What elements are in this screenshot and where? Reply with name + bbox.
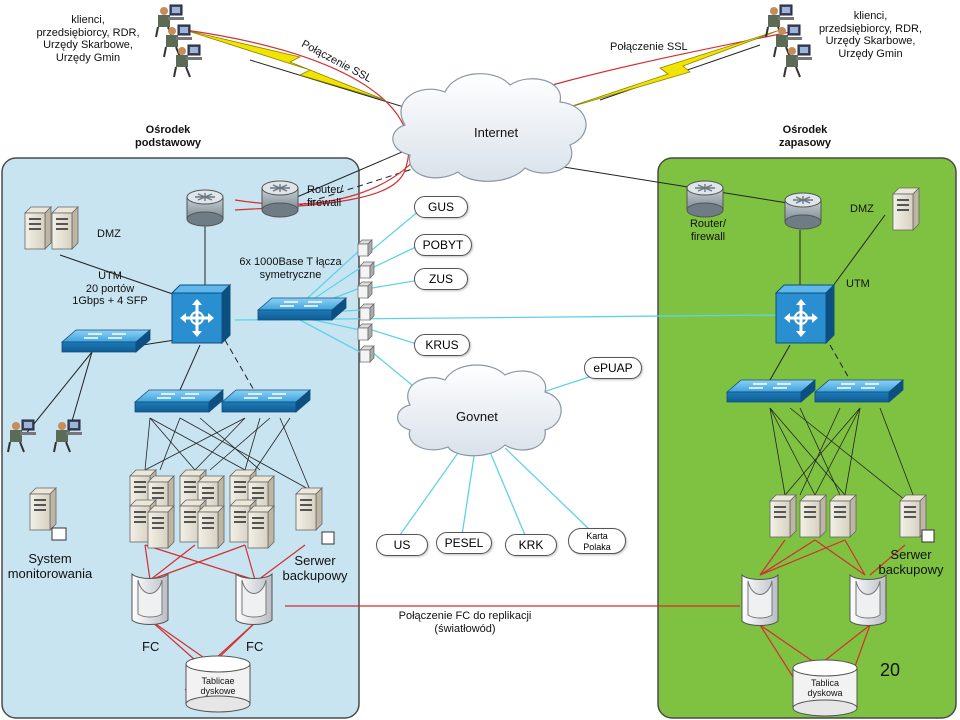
primary-fc-right xyxy=(235,573,273,625)
service-krus: KRUS xyxy=(414,334,470,356)
backup-storage-label: Tablica dyskowa xyxy=(807,678,843,699)
clients-left-group xyxy=(155,4,203,78)
backup-dmz-label: DMZ xyxy=(850,203,874,215)
port-panel xyxy=(357,239,375,363)
service-karta-polaka: Karta Polaka xyxy=(568,528,626,554)
service-epuap: ePUAP xyxy=(584,357,642,379)
primary-storage-label: Tablicae dyskowe xyxy=(200,676,236,697)
primary-link-switch xyxy=(257,297,347,321)
internet-cloud xyxy=(392,73,587,182)
primary-fc-left-label: FC xyxy=(142,639,160,654)
primary-backup-server-label: Serwer backupowy xyxy=(282,553,348,583)
backup-backup-server-label: Serwer backupowy xyxy=(878,547,944,577)
primary-utm xyxy=(170,283,232,345)
primary-firewall-router xyxy=(261,180,299,218)
primary-site-title: Ośrodek podstawowy xyxy=(134,124,201,149)
backup-router xyxy=(784,192,822,230)
symmetric-links-label: 6x 1000Base T łącza symetryczne xyxy=(239,256,342,281)
govnet-cloud xyxy=(397,364,562,457)
service-pesel: PESEL xyxy=(436,532,492,554)
monitoring-system-label: System monitorowania xyxy=(7,551,93,581)
primary-core-switch-1 xyxy=(134,389,224,413)
backup-server-mesh xyxy=(769,407,916,501)
backup-site-title: Ośrodek zapasowy xyxy=(779,124,831,149)
clients-right-label: klienci, przedsiębiorcy, RDR, Urzędy Ska… xyxy=(818,10,923,60)
internet-label: Internet xyxy=(474,125,519,140)
primary-backup-drive-icon xyxy=(321,531,335,545)
service-gus: GUS xyxy=(414,196,468,218)
primary-access-switch xyxy=(61,329,151,353)
page-number: 20 xyxy=(880,660,901,680)
ssl-lightning-left xyxy=(184,29,386,101)
backup-firewall-router xyxy=(686,180,724,218)
ssl-connection-right-label: Połączenie SSL xyxy=(610,41,688,53)
primary-fc-left xyxy=(131,573,169,625)
clients-right-group xyxy=(765,4,813,78)
clients-left-label: klienci, przedsiębiorcy, RDR, Urzędy Ska… xyxy=(36,14,140,64)
primary-dmz-label: DMZ xyxy=(97,228,121,240)
replication-label: Połączenie FC do replikacji (światłowód) xyxy=(398,610,532,635)
primary-fc-right-label: FC xyxy=(246,639,264,654)
backup-dmz-server xyxy=(892,187,920,231)
backup-fc-left xyxy=(741,574,779,626)
backup-fc-right xyxy=(849,574,887,626)
service-zus: ZUS xyxy=(414,268,468,290)
backup-core-switch-2 xyxy=(814,379,904,403)
service-krk: KRK xyxy=(505,534,557,556)
backup-server-farm xyxy=(769,494,857,538)
backup-router-label: Router/ firewall xyxy=(689,218,727,243)
service-us: US xyxy=(376,534,428,556)
govnet-label: Govnet xyxy=(456,409,498,424)
black-links xyxy=(24,44,886,436)
dashed-links xyxy=(224,164,851,393)
service-pobyt: POBYT xyxy=(414,234,472,256)
primary-server-mesh xyxy=(144,417,311,491)
monitoring-screen-icon xyxy=(51,527,67,541)
primary-utm-label: UTM 20 portów 1Gbps + 4 SFP xyxy=(72,270,148,308)
primary-router xyxy=(186,189,224,227)
backup-backup-drive-icon xyxy=(921,529,935,543)
backup-utm-label: UTM xyxy=(846,278,870,290)
primary-backup-server xyxy=(295,487,323,531)
backup-utm xyxy=(774,283,836,345)
backup-core-switch-1 xyxy=(726,379,816,403)
primary-dmz-server-1 xyxy=(24,206,52,250)
primary-core-switch-2 xyxy=(221,389,311,413)
primary-router-label: Router/ firewall xyxy=(307,184,344,209)
primary-dmz-server-2 xyxy=(51,206,79,250)
monitoring-server xyxy=(29,487,57,531)
primary-server-farm xyxy=(129,469,275,549)
